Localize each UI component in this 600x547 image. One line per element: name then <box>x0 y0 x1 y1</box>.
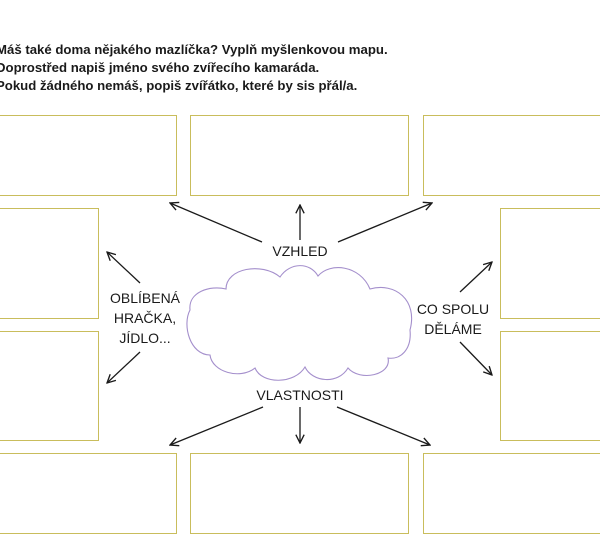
arrow-icon <box>107 252 141 284</box>
arrow-icon <box>337 203 432 243</box>
arrow-icon <box>107 351 141 383</box>
instructions: Máš také doma nějakého mazlíčka? Vyplň m… <box>0 41 388 95</box>
label-line: OBLÍBENÁ <box>109 290 181 306</box>
label-line: HRAČKA, <box>113 310 177 326</box>
label-favorite-toy-food: OBLÍBENÁ HRAČKA, JÍDLO... <box>100 288 190 348</box>
arrow-icon <box>336 406 430 445</box>
answer-box-top-center[interactable] <box>190 115 409 196</box>
label-line: JÍDLO... <box>119 330 171 346</box>
answer-box-bottom-center[interactable] <box>190 453 409 534</box>
label-what-we-do-together: CO SPOLU DĚLÁME <box>412 299 494 339</box>
label-traits: VLASTNOSTI <box>256 387 344 403</box>
instruction-line-1: Máš také doma nějakého mazlíčka? Vyplň m… <box>0 42 388 57</box>
answer-box-left-upper[interactable] <box>0 208 99 319</box>
answer-box-left-lower[interactable] <box>0 331 99 441</box>
answer-box-top-left[interactable] <box>0 115 177 196</box>
cloud-shape[interactable] <box>186 265 413 381</box>
instruction-line-2: Doprostřed napiš jméno svého zvířecího k… <box>0 60 320 75</box>
arrow-icon <box>459 341 492 375</box>
arrow-icon <box>459 262 492 293</box>
instruction-line-3: Pokud žádného nemáš, popiš zvířátko, kte… <box>0 78 358 93</box>
label-appearance: VZHLED <box>272 243 328 259</box>
answer-box-bottom-right[interactable] <box>423 453 600 534</box>
answer-box-right-upper[interactable] <box>500 208 600 319</box>
answer-box-bottom-left[interactable] <box>0 453 177 534</box>
arrow-icon <box>170 203 263 243</box>
arrow-icon <box>170 406 264 445</box>
label-line: DĚLÁME <box>424 321 482 337</box>
label-line: CO SPOLU <box>416 301 490 317</box>
answer-box-right-lower[interactable] <box>500 331 600 441</box>
answer-box-top-right[interactable] <box>423 115 600 196</box>
